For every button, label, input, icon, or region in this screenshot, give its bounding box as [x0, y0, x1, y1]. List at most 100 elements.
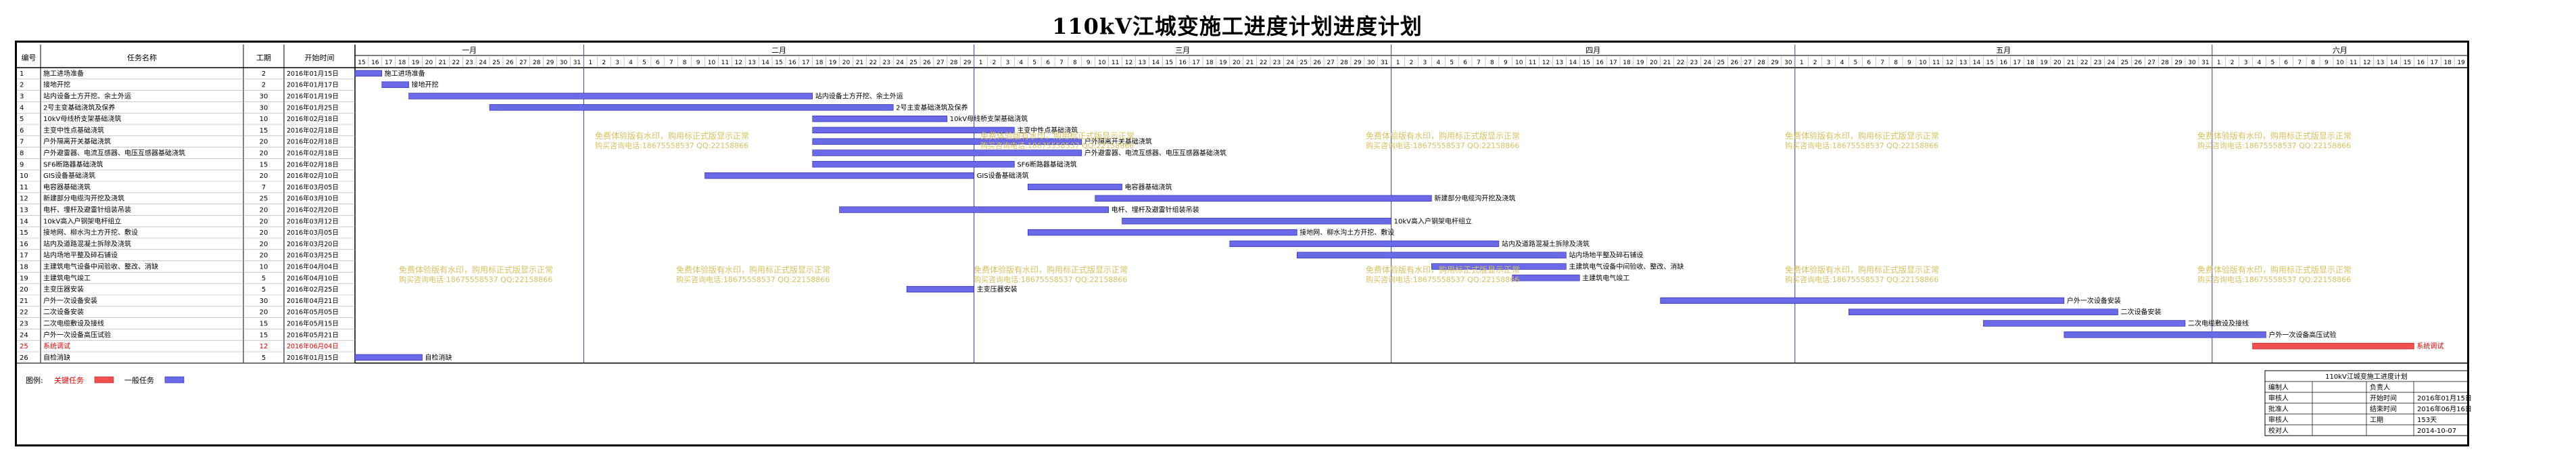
bar-label: 新建部分电缆沟开挖及浇筑: [1434, 194, 1515, 203]
legend-normal-label: 一般任务: [124, 376, 154, 385]
day-label: 17: [385, 60, 392, 66]
day-label: 31: [573, 60, 581, 66]
day-label: 5: [642, 60, 646, 66]
day-label: 19: [2040, 60, 2048, 66]
task-duration: 12: [260, 343, 268, 350]
task-bar: [812, 115, 948, 122]
task-name: 接地网、柳水沟土方开挖、敷设: [43, 228, 138, 237]
task-id: 10: [20, 172, 28, 180]
day-label: 4: [629, 60, 633, 66]
day-label: 25: [2121, 60, 2128, 66]
task-start: 2016年01月25日: [287, 103, 339, 112]
task-start: 2016年05月15日: [287, 320, 339, 328]
watermark-line2: 购买咨询电话:18675558537 QQ:22158866: [1785, 275, 1938, 284]
day-label: 18: [1206, 60, 1214, 66]
day-label: 26: [506, 60, 514, 66]
day-label: 6: [1463, 60, 1467, 66]
task-bar: [1431, 263, 1567, 270]
watermark-line1: 免费体验版有水印，购用标正式版显示正常: [1366, 131, 1520, 141]
header-duration: 工期: [256, 53, 271, 62]
task-id: 14: [20, 218, 28, 225]
day-label: 2: [1813, 60, 1817, 66]
day-label: 9: [2324, 60, 2329, 66]
day-label: 27: [519, 60, 527, 66]
day-label: 21: [439, 60, 446, 66]
day-label: 27: [936, 60, 944, 66]
task-duration: 30: [260, 104, 268, 112]
day-label: 27: [1327, 60, 1334, 66]
day-label: 7: [1477, 60, 1481, 66]
day-label: 7: [1880, 60, 1884, 66]
day-label: 7: [669, 60, 673, 66]
info-value: 2016年06月16日: [2417, 405, 2472, 413]
day-label: 10: [1515, 60, 1523, 66]
day-label: 28: [1757, 60, 1765, 66]
day-label: 14: [1569, 60, 1577, 66]
watermark-line2: 购买咨询电话:18675558537 QQ:22158866: [595, 141, 748, 150]
day-label: 20: [842, 60, 851, 66]
task-duration: 15: [260, 161, 268, 168]
task-name: 自检消缺: [43, 353, 70, 362]
bar-label: 户外隔离开关基础浇筑: [1084, 137, 1152, 146]
task-start: 2016年02月25日: [287, 285, 339, 294]
day-label: 24: [1287, 60, 1295, 66]
task-name: 10kV高入户钢架电杆组立: [43, 216, 121, 225]
bar-label: 电杆、埋杆及避雷针组装吊装: [1112, 206, 1199, 214]
day-label: 31: [1381, 60, 1388, 66]
day-label: 3: [1827, 60, 1831, 66]
task-id: 3: [20, 93, 24, 101]
task-bar: [354, 354, 423, 361]
day-label: 9: [1087, 60, 1091, 66]
bar-label: 主变压器安装: [977, 285, 1018, 294]
day-label: 22: [1260, 60, 1267, 66]
day-label: 26: [1730, 60, 1738, 66]
watermark-line2: 购买咨询电话:18675558537 QQ:22158866: [1366, 141, 1519, 150]
info-key: 负责人: [2370, 383, 2390, 392]
day-label: 13: [748, 60, 755, 66]
watermark-line1: 免费体验版有水印，购用标正式版显示正常: [1785, 264, 1939, 275]
day-label: 22: [452, 60, 460, 66]
day-label: 16: [2000, 60, 2008, 66]
task-name: 户外一次设备安装: [43, 296, 97, 305]
legend-label: 图例:: [26, 375, 43, 385]
day-label: 25: [909, 60, 917, 66]
watermark-line2: 购买咨询电话:18675558537 QQ:22158866: [399, 275, 552, 284]
task-duration: 15: [260, 331, 268, 339]
day-label: 10: [2336, 60, 2344, 66]
day-label: 21: [1246, 60, 1254, 66]
task-bar: [408, 93, 813, 99]
task-id: 21: [20, 298, 28, 305]
task-id: 24: [20, 331, 28, 339]
info-value: 2016年01月15日: [2417, 394, 2472, 402]
bar-label: 站内场地平整及碎石铺设: [1569, 251, 1643, 260]
info-key: 批准人: [2268, 405, 2289, 413]
day-label: 5: [1853, 60, 1857, 66]
legend-critical-label: 关键任务: [54, 375, 84, 385]
day-label: 27: [1744, 60, 1751, 66]
month-label: 二月: [771, 46, 786, 55]
day-label: 23: [2094, 60, 2101, 66]
day-label: 18: [2026, 60, 2034, 66]
day-label: 28: [2161, 60, 2169, 66]
day-label: 10: [708, 60, 716, 66]
day-label: 18: [1623, 60, 1631, 66]
day-label: 5: [1032, 60, 1036, 66]
legend-normal-swatch: [164, 376, 185, 384]
day-label: 6: [2284, 60, 2288, 66]
task-start: 2016年02月18日: [287, 115, 339, 123]
day-label: 18: [398, 60, 406, 66]
day-label: 2: [1410, 60, 1414, 66]
critical-task-bar: [2252, 342, 2414, 350]
watermark-line1: 免费体验版有水印，购用标正式版显示正常: [2197, 264, 2352, 275]
day-label: 11: [1112, 60, 1119, 66]
task-name: 主变中性点基础浇筑: [43, 126, 104, 135]
task-name: 二次电缆敷设及接线: [43, 319, 104, 328]
day-label: 14: [2390, 60, 2398, 66]
day-label: 17: [2013, 60, 2020, 66]
day-label: 23: [465, 60, 473, 66]
task-start: 2016年01月19日: [287, 93, 339, 101]
day-label: 26: [2134, 60, 2143, 66]
task-bar: [906, 285, 974, 293]
watermark-line1: 免费体验版有水印，购用标正式版显示正常: [676, 264, 830, 275]
task-name: 主变压器安装: [43, 285, 84, 294]
